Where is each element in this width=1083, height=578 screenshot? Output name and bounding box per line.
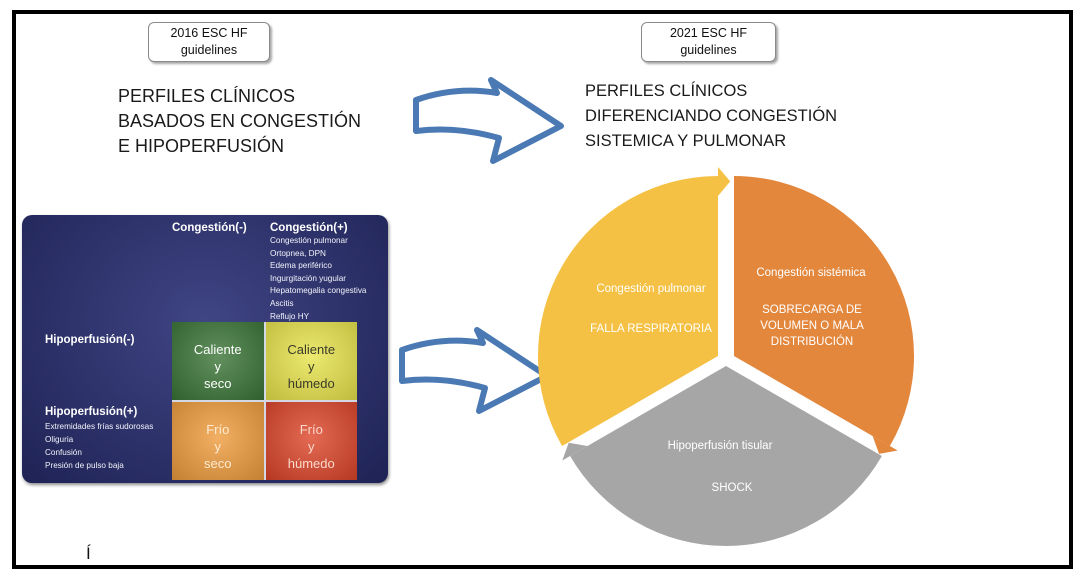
curved-arrow-bottom bbox=[399, 327, 550, 414]
cell-line: y bbox=[214, 359, 222, 374]
slide-frame bbox=[12, 10, 1073, 569]
list-item: Ascitis bbox=[270, 298, 294, 308]
cell-line: Caliente bbox=[193, 342, 242, 357]
segment-text-systemic: DISTRIBUCIÓN bbox=[770, 336, 854, 348]
segment-text-systemic: SOBRECARGA DE bbox=[762, 304, 862, 316]
right-title: PERFILES CLÍNICOS DIFERENCIANDO CONGESTI… bbox=[585, 79, 837, 154]
left-title: PERFILES CLÍNICOS BASADOS EN CONGESTIÓN … bbox=[118, 84, 361, 159]
cell-cold-dry: Frío y seco bbox=[172, 402, 264, 480]
segment-text-systemic: VOLUMEN O MALA bbox=[760, 320, 864, 332]
segment-title-systemic: Congestión sistémica bbox=[756, 267, 866, 279]
list-item: Extremidades frías sudorosas bbox=[45, 422, 154, 431]
list-item: Reflujo HY bbox=[270, 311, 310, 321]
cell-line: húmedo bbox=[287, 376, 335, 391]
cell-line: seco bbox=[204, 376, 232, 391]
row-header-hypoperfusion-positive: Hipoperfusión(+) bbox=[45, 406, 138, 418]
cell-line: y bbox=[308, 439, 315, 454]
cycle-segment-systemic-congestion bbox=[734, 176, 915, 446]
stray-mark: Í bbox=[86, 544, 91, 563]
cell-line: húmedo bbox=[287, 456, 335, 471]
profile-grid: Caliente y seco Caliente y húmedo Frío y… bbox=[172, 322, 357, 480]
cell-warm-wet: Caliente y húmedo bbox=[265, 322, 357, 400]
right-title-line: PERFILES CLÍNICOS bbox=[585, 82, 748, 100]
cycle-segment-systemic-arrowhead bbox=[872, 436, 898, 454]
cycle-segment-hypoperfusion-arrowhead bbox=[562, 442, 588, 461]
column-header-congestion-negative: Congestión(-) bbox=[172, 222, 247, 234]
label-2016-guidelines: 2016 ESC HF guidelines bbox=[148, 22, 270, 62]
right-title-line: DIFERENCIANDO CONGESTIÓN bbox=[585, 107, 838, 125]
curved-arrow-top bbox=[413, 77, 564, 164]
list-item: Confusión bbox=[45, 448, 82, 457]
congestion-signs-list: Congestión pulmonar Ortopnea, DPN Edema … bbox=[270, 235, 367, 323]
list-item: Ingurgitación yugular bbox=[270, 273, 347, 283]
cycle-segment-pulmonary-arrowhead bbox=[718, 167, 731, 196]
cell-line: y bbox=[214, 439, 222, 454]
cell-line: Caliente bbox=[287, 342, 336, 357]
cell-warm-dry: Caliente y seco bbox=[172, 322, 264, 400]
left-title-line: E HIPOPERFUSIÓN bbox=[118, 136, 285, 156]
cycle-segment-hypoperfusion bbox=[570, 366, 882, 547]
column-header-congestion-positive: Congestión(+) bbox=[270, 222, 348, 234]
label-2016-line2: guidelines bbox=[180, 43, 238, 57]
segment-text-hypoperfusion: SHOCK bbox=[711, 482, 753, 494]
left-title-line: PERFILES CLÍNICOS bbox=[118, 86, 296, 106]
row-header-hypoperfusion-negative: Hipoperfusión(-) bbox=[45, 334, 135, 346]
hypoperfusion-signs-list: Extremidades frías sudorosas Oliguria Co… bbox=[45, 420, 153, 472]
label-2021-guidelines: 2021 ESC HF guidelines bbox=[641, 22, 776, 62]
list-item: Hepatomegalia congestiva bbox=[270, 286, 367, 296]
segment-title-hypoperfusion: Hipoperfusión tisular bbox=[667, 440, 773, 452]
cell-line: y bbox=[308, 359, 315, 374]
cell-line: Frío bbox=[206, 422, 230, 437]
clinical-profiles-matrix: Congestión(-) Congestión(+) Congestión p… bbox=[22, 215, 388, 483]
cell-cold-wet: Frío y húmedo bbox=[265, 402, 357, 480]
right-title-line: SISTEMICA Y PULMONAR bbox=[585, 132, 787, 150]
list-item: Oliguria bbox=[45, 435, 74, 444]
cell-line: seco bbox=[204, 456, 232, 471]
cycle-segment-pulmonary-congestion bbox=[537, 175, 718, 446]
segment-text-pulmonary: FALLA RESPIRATORIA bbox=[590, 323, 712, 335]
list-item: Ortopnea, DPN bbox=[270, 248, 326, 258]
left-title-line: BASADOS EN CONGESTIÓN bbox=[118, 111, 362, 131]
label-2021-line2: guidelines bbox=[680, 43, 737, 57]
label-2021-line1: 2021 ESC HF bbox=[669, 26, 748, 40]
list-item: Presión de pulso baja bbox=[45, 461, 124, 470]
cell-line: Frío bbox=[299, 422, 323, 437]
label-2016-line1: 2016 ESC HF bbox=[170, 26, 248, 40]
list-item: Congestión pulmonar bbox=[270, 236, 348, 245]
list-item: Edema periférico bbox=[270, 261, 332, 271]
segment-title-pulmonary: Congestión pulmonar bbox=[596, 283, 706, 295]
